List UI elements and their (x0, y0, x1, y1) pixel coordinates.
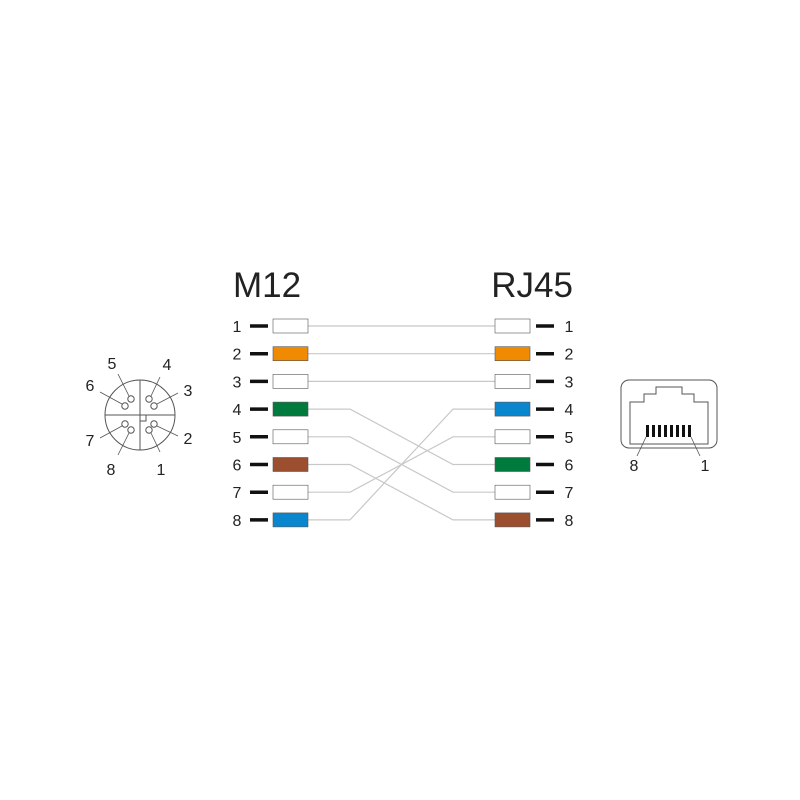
m12-leader-3 (156, 392, 179, 405)
rj45-title: RJ45 (491, 266, 573, 305)
wire-6-to-8 (308, 463, 495, 521)
m12-leader-4 (150, 376, 161, 397)
m12-pin-number-2: 2 (233, 347, 242, 364)
wire-8-to-4 (308, 408, 495, 521)
m12-pin-number-5: 5 (233, 430, 242, 447)
m12-wire-color-4 (272, 401, 309, 417)
m12-wire-color-3 (272, 374, 309, 389)
rj45-leader-1 (690, 436, 701, 457)
m12-wire-color-6 (272, 457, 309, 472)
rj45-socket-outline (629, 386, 709, 445)
wire-group (308, 325, 495, 521)
m12-pin-list: 1 2 3 4 5 6 7 8 (233, 318, 309, 530)
rj45-contact-4 (670, 425, 673, 437)
rj45-pin-number-7: 7 (565, 485, 574, 502)
m12-wire-color-8 (272, 512, 309, 528)
m12-pin-number-8: 8 (233, 513, 242, 530)
rj45-pin-number-4: 4 (565, 402, 574, 419)
rj45-contact-2 (682, 425, 685, 437)
m12-wire-color-5 (272, 429, 309, 445)
rj45-pin-list: 1 2 3 4 5 6 7 8 (494, 318, 574, 530)
m12-pin-number-1: 1 (233, 319, 242, 336)
m12-wire-color-7 (272, 484, 309, 500)
m12-contact-8 (127, 426, 135, 434)
m12-leader-2 (156, 425, 179, 437)
rj45-wire-color-8 (494, 512, 531, 528)
m12-pin-number-7: 7 (233, 485, 242, 502)
rj45-wire-color-5 (494, 429, 531, 445)
m12-face-label-8: 8 (107, 462, 116, 479)
rj45-pin-number-2: 2 (565, 347, 574, 364)
rj45-contact-strip (646, 425, 691, 437)
rj45-wire-color-1 (494, 318, 531, 334)
rj45-wire-color-6 (494, 457, 531, 472)
m12-leader-5 (117, 373, 130, 397)
rj45-leader-8 (636, 436, 647, 457)
m12-face-label-3: 3 (184, 383, 193, 400)
m12-face-label-1: 1 (157, 462, 166, 479)
m12-contact-6 (121, 402, 129, 410)
m12-contact-1 (145, 426, 153, 434)
rj45-contact-5 (664, 425, 667, 437)
m12-contact-3 (150, 402, 158, 410)
rj45-pin-number-3: 3 (565, 374, 574, 391)
m12-face-label-7: 7 (86, 433, 95, 450)
rj45-contact-1 (688, 425, 691, 437)
rj45-contact-7 (652, 425, 655, 437)
rj45-jack-face-icon: 8 1 (620, 379, 718, 475)
m12-pin-number-4: 4 (233, 402, 242, 419)
rj45-pin-number-5: 5 (565, 430, 574, 447)
m12-face-center-key (139, 414, 147, 422)
m12-leader-7 (99, 425, 123, 439)
m12-face-label-4: 4 (163, 357, 172, 374)
rj45-contact-6 (658, 425, 661, 437)
m12-face-label-5: 5 (108, 356, 117, 373)
rj45-wire-color-3 (494, 374, 531, 389)
m12-wire-color-1 (272, 318, 309, 334)
m12-leader-6 (99, 391, 123, 405)
m12-contact-2 (150, 420, 158, 428)
rj45-face-label-1: 1 (701, 458, 710, 475)
rj45-wire-color-2 (494, 346, 531, 362)
rj45-face-label-8: 8 (630, 458, 639, 475)
rj45-outer-housing (620, 379, 718, 449)
wire-4-to-6 (308, 408, 495, 466)
rj45-pin-number-1: 1 (565, 319, 574, 336)
m12-contact-4 (145, 395, 153, 403)
m12-pin-number-6: 6 (233, 458, 242, 475)
rj45-contact-3 (676, 425, 679, 437)
rj45-wire-color-4 (494, 401, 531, 417)
rj45-pin-number-8: 8 (565, 513, 574, 530)
m12-leader-1 (150, 432, 161, 453)
m12-contact-7 (121, 420, 129, 428)
rj45-wire-color-7 (494, 484, 531, 500)
m12-wire-color-2 (272, 346, 309, 362)
m12-leader-8 (117, 432, 130, 456)
m12-pin-number-3: 3 (233, 374, 242, 391)
rj45-pin-number-6: 6 (565, 458, 574, 475)
m12-face-label-6: 6 (86, 378, 95, 395)
m12-face-label-2: 2 (184, 431, 193, 448)
m12-title: M12 (233, 266, 301, 305)
m12-connector-face-icon: 1 2 3 4 5 6 7 8 (86, 356, 193, 479)
rj45-contact-8 (646, 425, 649, 437)
m12-contact-5 (127, 395, 135, 403)
